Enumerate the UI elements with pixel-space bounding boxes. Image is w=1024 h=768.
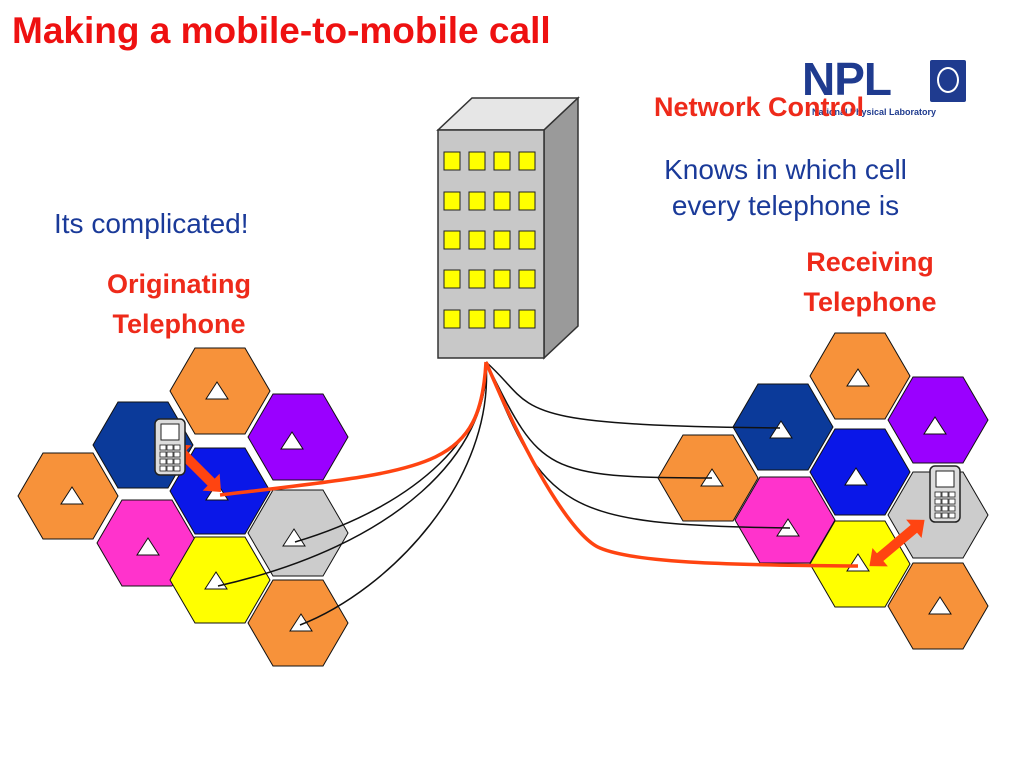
mobile-phone-icon — [154, 418, 186, 476]
complicated-text: Its complicated! — [54, 208, 249, 239]
building-icon — [436, 96, 580, 360]
originating-line-1: Originating — [107, 269, 251, 299]
cell-purple — [887, 376, 989, 464]
receiving-line-1: Receiving — [806, 247, 934, 277]
call-path — [219, 361, 859, 568]
npl-logo: NPL National Physical Laboratory — [802, 53, 972, 122]
network-control-label: Network Control — [654, 92, 865, 122]
cell-gray — [247, 489, 349, 577]
double-arrow-icon — [869, 519, 925, 567]
knows-line-2: every telephone is — [671, 190, 900, 221]
knows-line-1: Knows in which cell — [664, 154, 907, 185]
cell-magenta — [734, 476, 836, 564]
wire — [485, 361, 713, 479]
crest-icon — [930, 60, 966, 102]
receiving-label: Receiving Telephone — [770, 242, 970, 322]
knows-text: Knows in which cell every telephone is — [628, 152, 943, 224]
receiving-line-2: Telephone — [803, 287, 937, 317]
cell-blue — [809, 428, 911, 516]
mobile-phone-icon — [929, 465, 961, 523]
call-path-destination — [484, 361, 859, 568]
cell-purple — [247, 393, 349, 481]
call-path-origin — [219, 361, 488, 497]
logo-letters: NPL — [802, 53, 892, 105]
right-cell-cluster — [657, 332, 989, 650]
wire — [485, 361, 781, 429]
originating-label: Originating Telephone — [70, 264, 288, 344]
originating-line-2: Telephone — [112, 309, 246, 339]
logo-subtitle: National Physical Laboratory — [812, 107, 937, 117]
left-cell-cluster — [17, 347, 349, 667]
wire — [299, 361, 488, 626]
slide-title: Making a mobile-to-mobile call — [12, 10, 551, 51]
